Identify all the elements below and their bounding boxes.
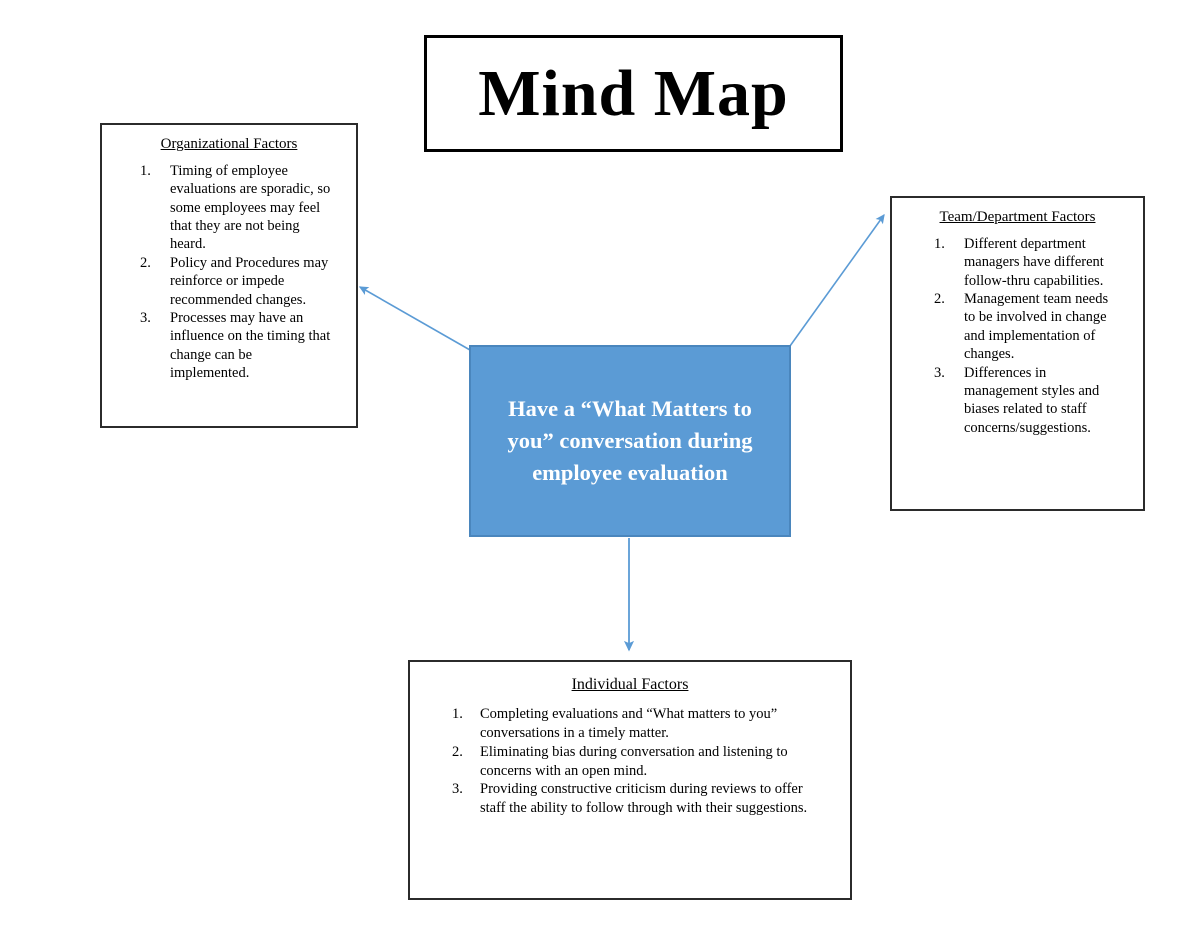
list-item-number: 2. [934, 290, 945, 307]
list-item: 3. Differences in management styles and … [902, 364, 1133, 438]
list-item: 2. Eliminating bias during conversation … [420, 743, 840, 781]
team-department-factors-box: Team/Department Factors 1. Different dep… [890, 196, 1145, 511]
list-item-number: 1. [452, 706, 463, 722]
individual-factors-box: Individual Factors 1. Completing evaluat… [408, 660, 852, 900]
title-box: Mind Map [424, 35, 843, 152]
list-item: 1. Timing of employee evaluations are sp… [112, 162, 346, 254]
list-item-text: Policy and Procedures may reinforce or i… [170, 254, 329, 308]
list-item: 3. Providing constructive criticism duri… [420, 780, 840, 818]
list-item-text: Different department managers have diffe… [964, 235, 1104, 289]
organizational-factors-list: 1. Timing of employee evaluations are sp… [112, 162, 346, 383]
team-department-factors-heading: Team/Department Factors [939, 209, 1096, 225]
list-item-number: 1. [934, 235, 945, 252]
list-item-number: 1. [140, 162, 151, 179]
organizational-factors-heading: Organizational Factors [160, 136, 298, 152]
organizational-factors-box: Organizational Factors 1. Timing of empl… [100, 123, 358, 428]
list-item-text: Eliminating bias during conversation and… [480, 743, 788, 779]
list-item-text: Completing evaluations and “What matters… [480, 706, 778, 741]
list-item-text: Processes may have an influence on the t… [170, 310, 331, 382]
list-item: 2. Policy and Procedures may reinforce o… [112, 254, 346, 309]
list-item-number: 2. [452, 743, 463, 760]
arrow-to-team-icon [789, 213, 885, 347]
arrow-to-organizational-icon [358, 286, 471, 351]
list-item-text: Management team needs to be involved in … [964, 290, 1109, 363]
list-item: 1. Completing evaluations and “What matt… [420, 705, 840, 743]
central-topic-label: Have a “What Matters to you” conversatio… [507, 396, 753, 485]
list-item-number: 2. [140, 254, 151, 271]
list-item: 3. Processes may have an influence on th… [112, 309, 346, 383]
list-item: 2. Management team needs to be involved … [902, 290, 1133, 364]
list-item-number: 3. [934, 364, 945, 381]
list-item-text: Differences in management styles and bia… [964, 364, 1100, 436]
list-item: 1. Different department managers have di… [902, 235, 1133, 290]
team-department-factors-list: 1. Different department managers have di… [902, 235, 1133, 437]
individual-factors-list: 1. Completing evaluations and “What matt… [420, 705, 840, 818]
central-topic-node: Have a “What Matters to you” conversatio… [469, 345, 791, 537]
list-item-number: 3. [140, 310, 151, 326]
list-item-text: Timing of employee evaluations are spora… [170, 162, 331, 253]
list-item-number: 3. [452, 781, 463, 798]
list-item-text: Providing constructive criticism during … [480, 781, 808, 817]
individual-factors-heading: Individual Factors [571, 676, 689, 693]
page-title: Mind Map [478, 56, 789, 130]
